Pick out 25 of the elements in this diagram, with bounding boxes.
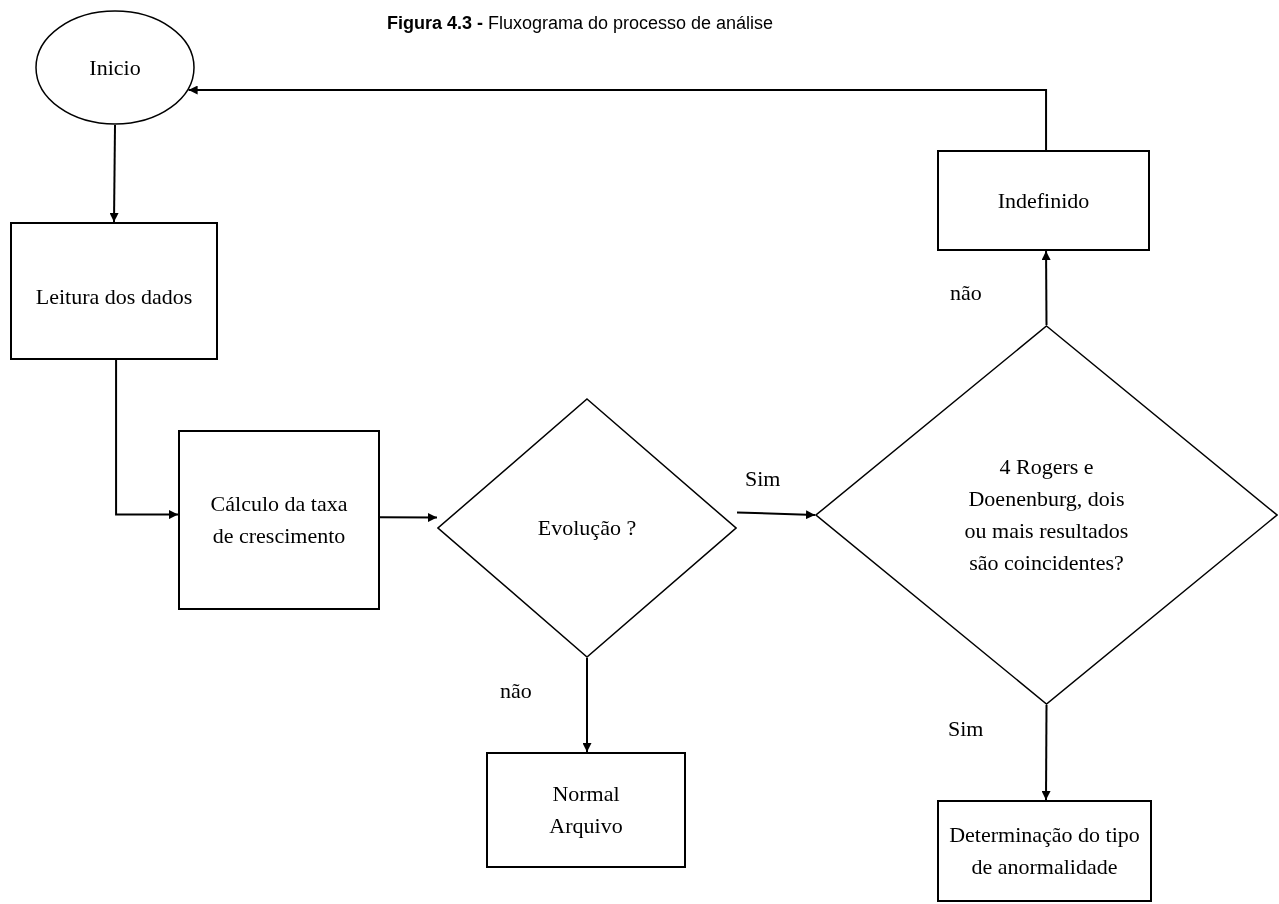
process-box — [178, 430, 380, 610]
decision-diamond — [815, 325, 1278, 705]
arrow — [187, 85, 1048, 151]
decision-diamond — [437, 398, 737, 658]
node-text: Determinação do tipo de anormalidade — [948, 821, 1141, 881]
process-box — [937, 150, 1150, 251]
arrow — [1041, 250, 1051, 326]
process-box — [486, 752, 686, 868]
node-text: Inicio — [89, 53, 141, 82]
node-text: Leitura dos dados — [35, 283, 193, 312]
arrow — [736, 510, 816, 520]
node-text: Evolução ? — [537, 514, 637, 543]
figure-title: Figura 4.3 - Fluxograma do processo de análise — [385, 12, 775, 35]
node-text: 4 Rogers e Doenenburg, dois ou mais resultados são coincidentes? — [963, 453, 1130, 577]
arrow — [1041, 704, 1051, 801]
process-box — [10, 222, 218, 360]
process-box — [937, 800, 1152, 902]
arrow — [379, 513, 438, 523]
node-text: Indefinido — [997, 186, 1090, 215]
start-ellipse — [35, 10, 195, 125]
arrow — [582, 657, 592, 753]
arrow — [115, 359, 179, 520]
node-text: Normal Arquivo — [548, 780, 624, 840]
node-text: Cálculo da taxa de crescimento — [209, 490, 349, 550]
arrow — [109, 124, 119, 223]
